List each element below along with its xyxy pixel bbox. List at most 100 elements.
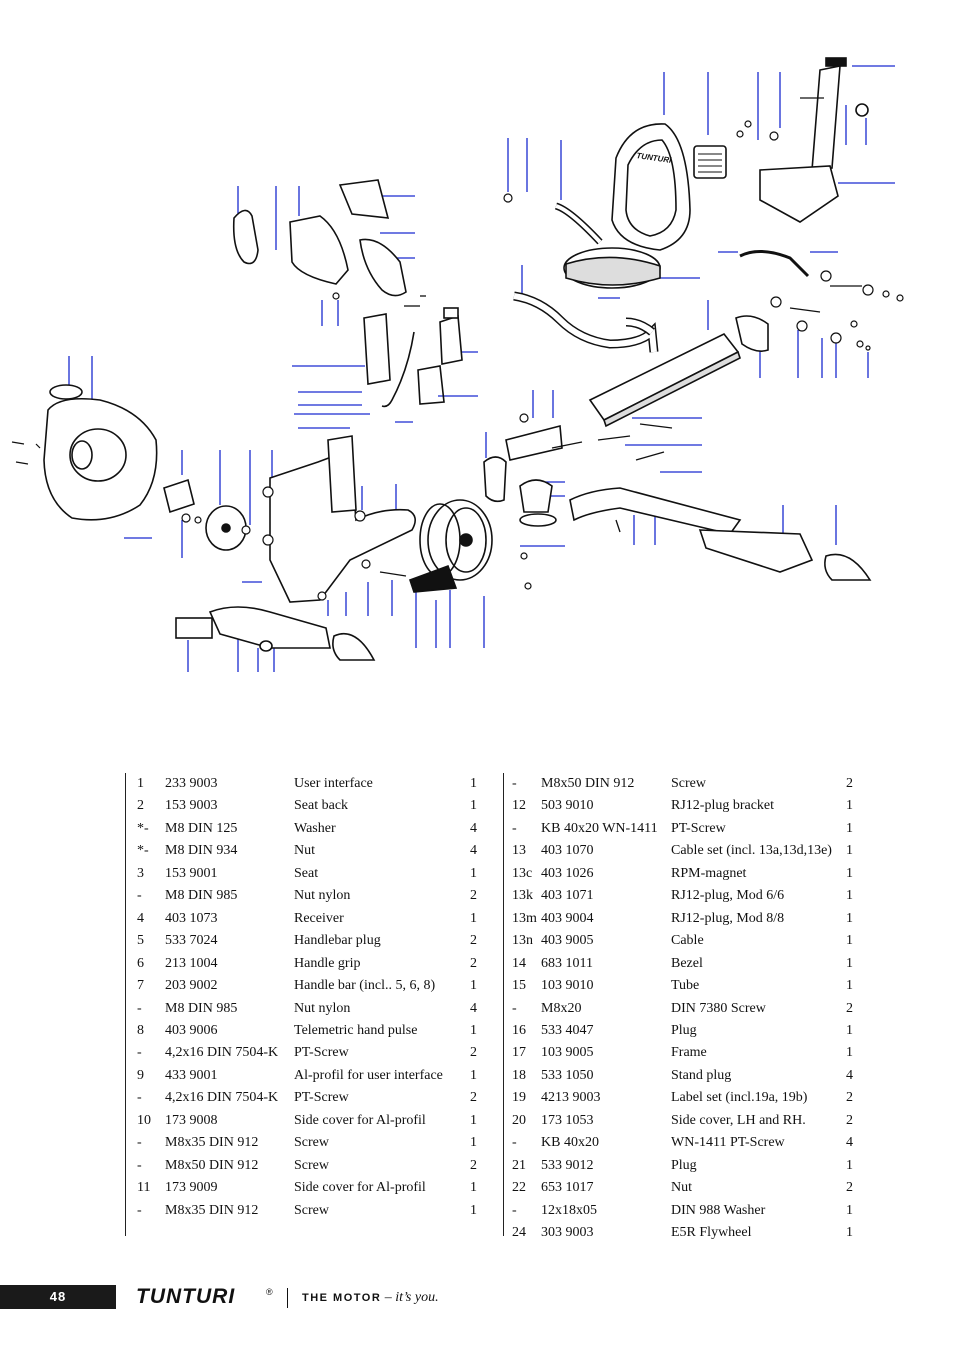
part-quantity: 1 [470,978,477,994]
part-code: 103 9010 [541,978,594,994]
part-code: 403 1026 [541,865,594,881]
part-code: 403 1073 [165,910,218,926]
part-description: Handlebar plug [294,933,381,949]
part-description: Seat [294,865,319,881]
seat-back [611,123,691,251]
part-quantity: 2 [846,1090,853,1106]
part-code: 4,2x16 DIN 7504-K [165,1090,279,1106]
part-description: Tube [671,978,700,994]
washers-nuts [181,120,904,601]
part-code: 533 9012 [541,1157,594,1173]
part-quantity: 1 [846,955,853,971]
leader-lines [68,65,895,672]
part-number: 10 [137,1112,151,1128]
part-quantity: 1 [846,1225,853,1240]
part-description: Nut nylon [294,1000,351,1016]
part-code: 173 9009 [165,1180,218,1196]
part-description: Cable set (incl. 13a,13d,13e) [671,843,832,859]
part-number: 5 [137,933,144,949]
part-description: Handle bar (incl.. 5, 6, 8) [294,978,436,994]
part-description: Nut [671,1180,692,1196]
part-code: 533 4047 [541,1022,594,1038]
part-quantity: 1 [846,933,853,949]
part-code: M8x50 DIN 912 [541,776,635,791]
sensor-box [163,478,195,514]
part-quantity: 1 [470,776,477,791]
part-number: 2 [137,798,144,814]
part-description: Handle grip [294,955,361,971]
part-code: 173 9008 [165,1112,218,1128]
part-number: 1 [137,776,144,791]
part-description: Bezel [671,955,703,971]
parts-row: 16 533 4047 Plug 1 [503,1020,863,1042]
part-number: 16 [512,1022,526,1038]
part-number: 12 [512,798,526,814]
part-number: - [512,820,517,836]
part-quantity: 2 [846,1180,853,1196]
part-code: M8x20 [541,1000,582,1016]
part-description: RJ12-plug, Mod 6/6 [671,888,785,904]
part-number: - [137,888,142,904]
part-description: Receiver [294,910,344,926]
front-stand-plug [332,632,376,661]
part-quantity: 1 [846,1022,853,1038]
part-quantity: 4 [470,1000,477,1016]
part-description: Plug [671,1022,697,1038]
part-quantity: 1 [470,1135,477,1151]
part-number: 4 [137,910,144,926]
part-code: 103 9005 [541,1045,594,1061]
bolts [379,97,862,577]
part-code: 403 1071 [541,888,594,904]
slogan: THE MOTOR – it’s you. [302,1285,439,1309]
stand-plug-saddle [519,479,553,513]
part-description: Plug [671,1157,697,1173]
part-quantity: 4 [470,843,477,859]
part-number: 17 [512,1045,526,1061]
part-quantity: 1 [846,978,853,994]
bezel [483,456,507,503]
part-description: PT-Screw [294,1090,349,1106]
part-quantity: 1 [470,910,477,926]
part-code: 433 9001 [165,1067,218,1083]
part-code: 233 9003 [165,776,218,791]
part-code: M8x50 DIN 912 [165,1157,259,1173]
footer-divider [287,1288,288,1308]
part-quantity: 1 [470,865,477,881]
bottle-holder [417,365,445,405]
part-description: Seat back [294,798,349,814]
seat-slider [759,165,839,223]
rear-stand [698,529,814,573]
part-code: M8x35 DIN 912 [165,1135,259,1151]
label-plate [693,145,727,179]
part-number: 18 [512,1067,526,1083]
part-number: 7 [137,978,144,994]
part-quantity: 1 [846,888,853,904]
part-description: Telemetric hand pulse [294,1022,418,1038]
part-description: Nut nylon [294,888,351,904]
exploded-parts-diagram: TUNTURI [11,57,904,672]
part-number: 21 [512,1157,526,1173]
part-code: M8 DIN 125 [165,820,238,836]
part-description: PT-Screw [294,1045,349,1061]
part-quantity: 4 [846,1067,853,1083]
part-number: 13k [512,888,533,904]
parts-drawings: TUNTURI [11,57,904,661]
part-quantity: 2 [846,1000,853,1016]
user-interface-console [43,397,158,521]
part-description: Cable [671,933,704,949]
part-code: 403 9006 [165,1022,218,1038]
part-code: 4213 9003 [541,1090,601,1106]
part-quantity: 2 [470,888,477,904]
part-description: RPM-magnet [671,865,747,881]
part-number: 11 [137,1180,151,1196]
